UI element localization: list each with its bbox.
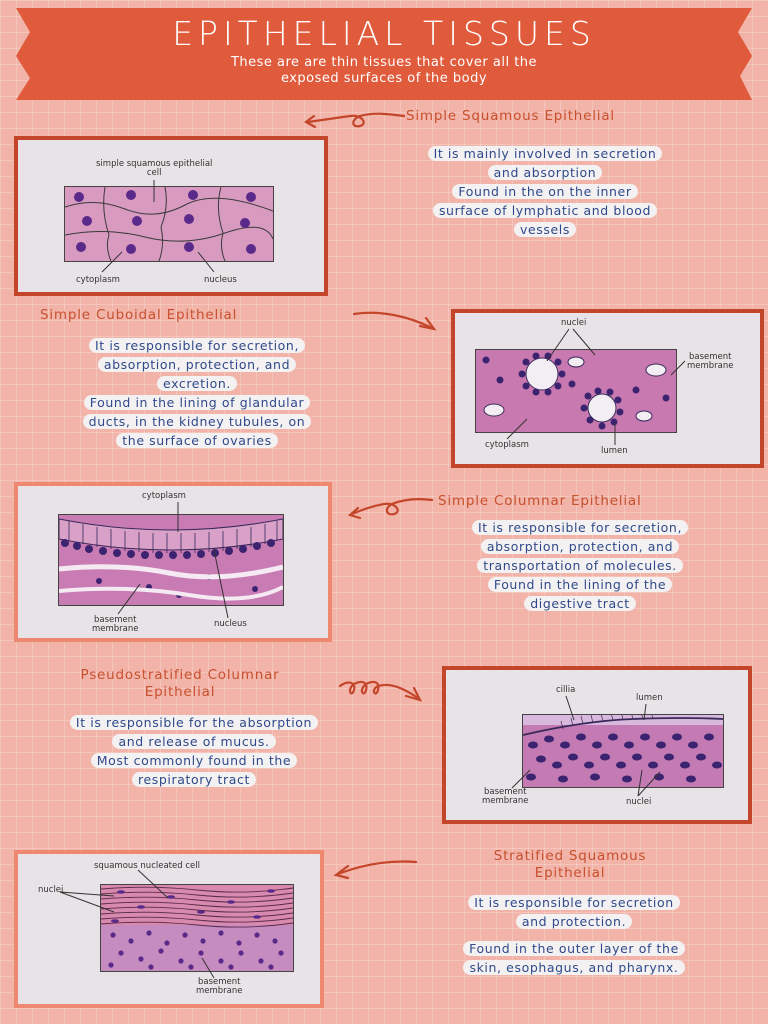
diagram-frame-simple-columnar: cytoplasm basement membrane nucleus	[14, 482, 332, 642]
page-title: EPITHELIAL TISSUES	[172, 14, 596, 53]
tissue-drawing-stratified-squamous	[100, 884, 294, 972]
label-basement-membrane: basement membrane	[196, 977, 243, 996]
section-heading-simple-columnar: Simple Columnar Epithelial	[438, 493, 642, 509]
diagram-frame-simple-cuboidal: nuclei basement membrane cytoplasm lumen	[451, 309, 764, 468]
arrow-right-icon	[352, 311, 437, 331]
cuboidal-tubules-drawing	[482, 352, 670, 430]
label-basement-membrane: basement membrane	[92, 615, 139, 634]
label-cytoplasm: cytoplasm	[485, 440, 529, 450]
arrow-left-icon	[333, 860, 418, 880]
section-heading-simple-squamous: Simple Squamous Epithelial	[406, 108, 615, 124]
label-nucleus: nucleus	[204, 275, 237, 285]
label-nucleus: nucleus	[214, 619, 247, 629]
title-banner: EPITHELIAL TISSUES These are are thin ti…	[12, 6, 756, 102]
diagram-frame-pseudostratified-columnar: cillia lumen basement membrane nuclei	[442, 666, 752, 824]
label-nuclei: nuclei	[38, 885, 64, 895]
section-heading-pseudostratified-columnar: Pseudostratified Columnar Epithelial	[80, 667, 280, 700]
curly-arrow-left-icon	[303, 112, 406, 129]
label-cytoplasm: cytoplasm	[76, 275, 120, 285]
description-pseudostratified-columnar: It is responsible for the absorption and…	[14, 712, 374, 788]
description-stratified-squamous: It is responsible for secretion and prot…	[404, 892, 744, 976]
description-simple-cuboidal: It is responsible for secretion, absorpt…	[24, 335, 370, 449]
diagram-frame-stratified-squamous: squamous nucleated cell nuclei basement …	[14, 850, 324, 1008]
section-heading-simple-cuboidal: Simple Cuboidal Epithelial	[40, 307, 238, 323]
tissue-drawing-pseudostratified	[522, 714, 724, 788]
label-basement-membrane: basement membrane	[482, 787, 529, 806]
curly-arrow-left-icon	[347, 498, 434, 520]
label-lumen: lumen	[636, 693, 663, 703]
tissue-drawing-simple-cuboidal	[475, 349, 677, 433]
banner-ribbon-shape	[16, 8, 752, 100]
label-squamous-nucleated-cell: squamous nucleated cell	[94, 861, 200, 871]
label-basement-membrane: basement membrane	[687, 352, 734, 371]
loopy-arrow-right-icon	[338, 680, 423, 702]
description-simple-columnar: It is responsible for secretion, absorpt…	[420, 517, 740, 612]
label-lumen: lumen	[601, 446, 628, 456]
tissue-drawing-simple-columnar	[58, 514, 284, 606]
label-squamous-cell: simple squamous epithelial cell	[96, 159, 213, 178]
squamous-cells-drawing	[65, 187, 273, 261]
columnar-cells-drawing	[59, 518, 283, 601]
label-cillia: cillia	[556, 685, 576, 695]
label-nuclei: nuclei	[561, 318, 587, 328]
section-heading-stratified-squamous: Stratified Squamous Epithelial	[493, 848, 647, 881]
description-simple-squamous: It is mainly involved in secretion and a…	[370, 143, 720, 238]
pseudostratified-cells-drawing	[523, 715, 723, 783]
page-subtitle: These are are thin tissues that cover al…	[230, 55, 538, 86]
stratified-squamous-layers-drawing	[101, 885, 293, 970]
diagram-frame-simple-squamous: simple squamous epithelial cell cytoplas…	[14, 136, 328, 296]
label-nuclei: nuclei	[626, 797, 652, 807]
tissue-drawing-simple-squamous	[64, 186, 274, 262]
label-cytoplasm: cytoplasm	[142, 491, 186, 501]
